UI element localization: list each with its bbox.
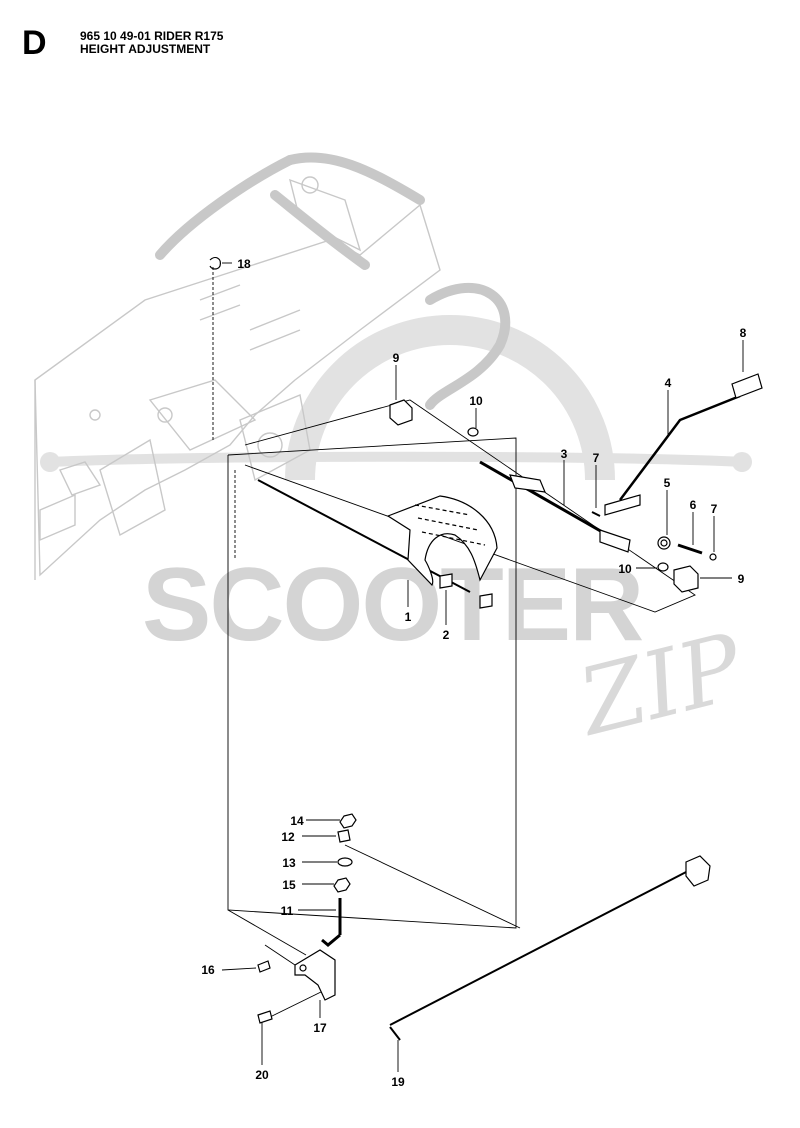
title-block: 965 10 49-01 RIDER R175 HEIGHT ADJUSTMEN… [80,30,480,56]
callout-14: 14 [290,814,304,828]
part-9-bushing-top [389,399,413,426]
callout-1: 1 [405,610,412,624]
frame-hole-4 [89,409,101,421]
rod-19 [389,869,691,1026]
leader-20-line [269,989,326,1018]
leader-16 [221,967,257,971]
part-1-plate-notches [414,504,486,546]
part-18-clip [209,256,221,270]
callout-2: 2 [443,628,450,642]
handle-bar-1 [155,155,295,260]
rod-19-end [389,1026,401,1041]
callout-16: 16 [201,963,215,977]
part-11-link-hook [321,933,341,947]
part-15-nut [333,877,351,893]
leader-16-line [264,944,296,966]
callout-7-lower: 7 [711,502,718,516]
part-10-washer-bottom [657,562,669,572]
part-5-spring [657,536,671,550]
tractor-frame [34,152,511,580]
callout-10-upper: 10 [469,394,483,408]
watermark-brand: SCOOTER [142,547,642,663]
frame-tab [59,461,102,496]
handle-bar-2 [285,152,425,205]
watermark-arc [285,315,615,481]
callout-8: 8 [740,326,747,340]
callout-labels: 1 2 3 4 5 6 7 7 8 9 9 10 10 11 12 13 14 … [201,257,746,1089]
callout-11: 11 [281,904,294,918]
reference-box-1 [227,437,517,929]
watermark-dot-left [40,452,60,472]
part-20-bolt [257,1010,273,1024]
callout-18: 18 [237,257,251,271]
callout-leaders [221,262,744,1072]
frame-hole-1 [301,176,319,194]
part-2-bolt-2 [479,593,493,609]
callout-12: 12 [281,830,295,844]
callout-6: 6 [690,498,697,512]
callout-3: 3 [561,447,568,461]
part-16-bolt [257,960,271,973]
frame-bracket [148,379,257,451]
part-9-bushing-bottom [673,565,699,593]
part-7-pin-bottom [709,553,717,561]
part-10-washer-top [467,427,479,437]
callout-20: 20 [255,1068,269,1082]
leader-frame-17 [227,909,307,956]
part-7-pin-top [591,511,601,517]
part-17-hole [299,964,307,972]
leader-12 [344,844,521,929]
reference-box-2 [244,399,696,613]
callout-4: 4 [665,376,672,390]
part-2-bolt-1 [439,573,453,589]
part-12-bolt [337,829,351,843]
callout-9-upper: 9 [393,351,400,365]
part-1-shaft [257,479,471,593]
part-3-bracket [509,474,546,493]
model-title: 965 10 49-01 RIDER R175 [80,29,224,43]
callout-17: 17 [313,1021,327,1035]
assembly-title: HEIGHT ADJUSTMENT [80,42,211,56]
callout-7-upper: 7 [593,451,600,465]
handle-loop [425,283,511,410]
frame-hole-3 [257,432,283,458]
callout-10-lower: 10 [618,562,632,576]
frame-plate [99,438,166,537]
part-4-lever-base [604,494,641,516]
section-letter: D [22,24,47,62]
frame-hole-2 [157,407,173,423]
part-5-spring-inner [660,539,668,547]
part-4-lever [619,394,741,501]
part-13-washer [337,857,353,867]
part-8-grip [731,373,763,399]
callout-9-lower: 9 [738,572,745,586]
frame-top [289,178,362,252]
part-3-end [599,529,631,553]
frame-ribs [199,284,301,351]
callout-5: 5 [664,476,671,490]
parts [209,256,763,1024]
part-6-pin [677,543,703,555]
frame-slot [39,493,76,542]
callout-13: 13 [282,856,296,870]
callout-19: 19 [391,1075,405,1089]
part-19-rod-end [685,855,711,887]
watermark-bar [49,451,746,467]
reference-lines [212,267,696,1041]
watermark: SCOOTER ZIP [40,315,755,757]
part-14-nut [339,813,357,829]
part-17-bell-crank [294,949,336,1001]
callout-15: 15 [282,878,296,892]
part-1-plate [386,495,498,586]
watermark-dot-right [732,452,752,472]
